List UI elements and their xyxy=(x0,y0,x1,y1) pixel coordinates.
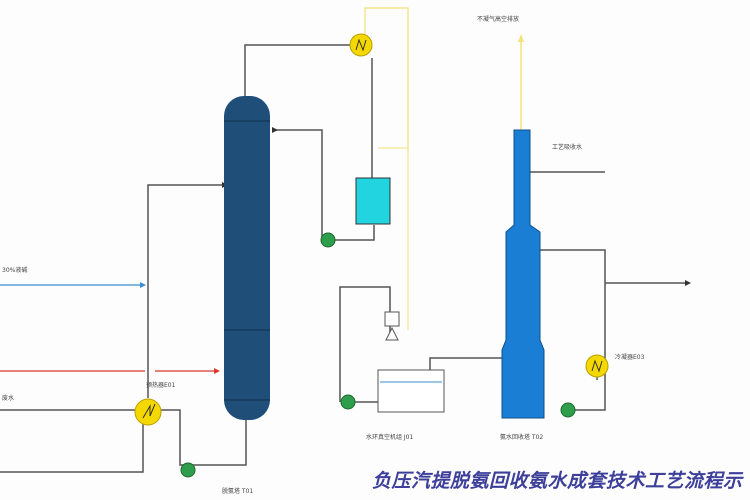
label-condenser: 冷凝器E03 xyxy=(615,354,645,361)
pump-icon xyxy=(180,462,196,478)
pump-icon xyxy=(560,402,576,418)
tank-to-tower xyxy=(429,357,502,372)
stripping-column xyxy=(224,96,270,420)
pump-icon xyxy=(340,394,356,410)
exchanger-icon xyxy=(134,398,162,426)
vacuum-pump xyxy=(384,311,400,327)
bottom-loop xyxy=(0,420,144,473)
separator-tank xyxy=(355,177,391,225)
exchanger-icon xyxy=(585,354,609,378)
diagram-title: 负压汽提脱氨回收氨水成套技术工艺流程示 xyxy=(372,470,743,492)
feed-to-column xyxy=(147,184,222,398)
label-lye: 30%液碱 xyxy=(2,267,28,274)
label-feed: 废水 xyxy=(2,395,15,402)
tower-outlet-line xyxy=(540,249,606,411)
label-absorb-water: 工艺吸收水 xyxy=(552,144,583,151)
label-preheater: 预热器E01 xyxy=(146,382,176,389)
water-ring-tank xyxy=(377,369,445,413)
label-vent: 不凝气高空排放 xyxy=(477,16,520,23)
vacuum-line xyxy=(339,286,391,402)
bottoms-line xyxy=(160,409,247,466)
recovery-tower xyxy=(501,129,545,419)
label-vacuum: 水环真空机组 J01 xyxy=(366,434,414,441)
label-recovery: 氨水回收塔 T02 xyxy=(500,434,544,441)
overhead-line xyxy=(244,44,355,97)
exchanger-icon xyxy=(349,33,373,57)
label-stripper: 脱氨塔 T01 xyxy=(222,488,254,495)
pump-icon xyxy=(320,232,336,248)
